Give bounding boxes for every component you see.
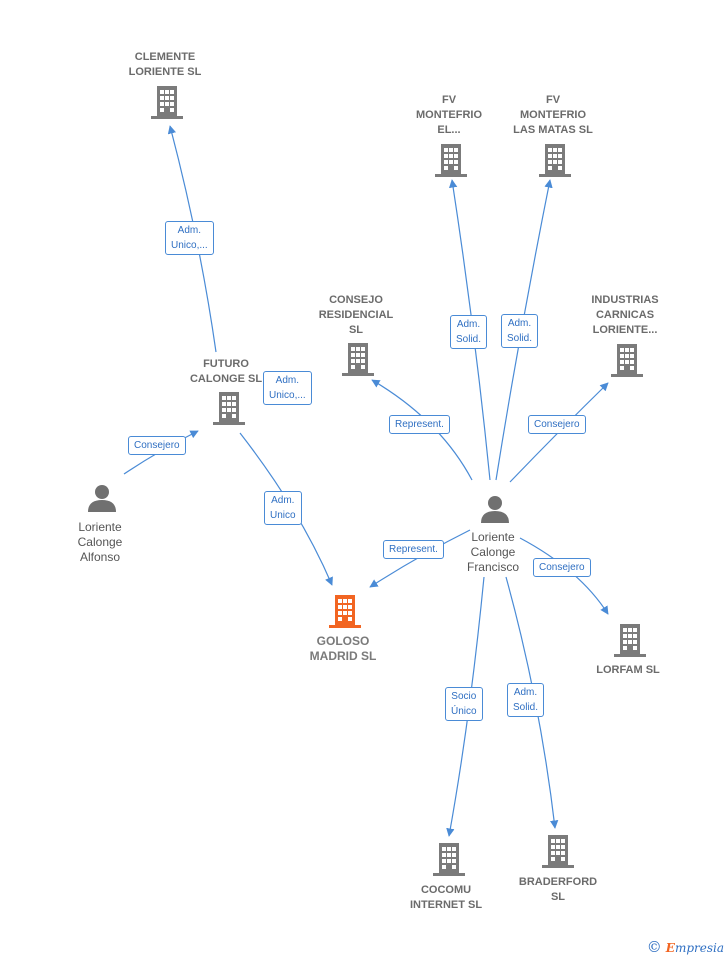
- node-label-line: RESIDENCIAL: [318, 309, 394, 321]
- edge-label-line: Adm.: [513, 687, 538, 698]
- edge-label-futuro-goloso[interactable]: Adm. Unico,...: [263, 371, 312, 405]
- edge-label-line: Unico,...: [171, 240, 208, 251]
- edge-label-line: Represent.: [395, 419, 444, 430]
- node-label-line: LORIENTE SL: [128, 66, 202, 78]
- edge-label-line: Adm.: [275, 375, 300, 386]
- node-label-line: CALONGE SL: [189, 373, 263, 385]
- edge-label-francisco-fv-matas[interactable]: Adm. Solid.: [501, 314, 539, 348]
- building-icon: [329, 595, 361, 628]
- edge-label-line: Solid.: [513, 702, 539, 713]
- node-label-line: LORFAM SL: [596, 664, 660, 676]
- building-icon: [435, 144, 467, 177]
- node-label-line: CLEMENTE: [134, 51, 196, 63]
- edge-label-line: Consejero: [539, 562, 585, 573]
- building-icon: [611, 344, 643, 377]
- node-braderford[interactable]: BRADERFORD SL: [488, 875, 628, 905]
- edge-label-line: Unico,...: [269, 390, 306, 401]
- edge-label-francisco-cocomu[interactable]: Socio Único: [445, 687, 483, 721]
- node-label-line: SL: [550, 891, 566, 903]
- node-label-line: SL: [348, 324, 364, 336]
- node-loriente-calonge-alfonso[interactable]: Loriente Calonge Alfonso: [30, 520, 170, 565]
- node-label-line: Francisco: [466, 560, 519, 574]
- node-fv-montefrio-el[interactable]: FV MONTEFRIO EL...: [379, 93, 519, 138]
- node-label-line: CARNICAS: [595, 309, 655, 321]
- building-icon: [151, 86, 183, 119]
- node-label-line: FV: [545, 94, 561, 106]
- node-label-line: MADRID SL: [309, 649, 377, 663]
- edge-label-line: Adm.: [271, 495, 295, 506]
- building-icon: [433, 843, 465, 876]
- node-label-line: Calonge: [470, 545, 516, 559]
- edge-label-line: Solid.: [456, 334, 482, 345]
- node-label-line: FV: [441, 94, 457, 106]
- node-futuro-calonge[interactable]: FUTURO CALONGE SL: [156, 357, 296, 387]
- brand-initial: E: [665, 941, 675, 955]
- node-label-line: LORIENTE...: [592, 324, 658, 336]
- node-label-line: Calonge: [77, 535, 123, 549]
- edge-label-francisco-lorfam[interactable]: Consejero: [533, 558, 591, 577]
- node-clemente-loriente[interactable]: CLEMENTE LORIENTE SL: [95, 50, 235, 80]
- node-label-line: INDUSTRIAS: [591, 294, 659, 306]
- node-label-line: Loriente: [78, 520, 122, 534]
- node-label-line: MONTEFRIO: [520, 109, 586, 121]
- node-loriente-calonge-francisco[interactable]: Loriente Calonge Francisco: [423, 530, 563, 575]
- edge-label-francisco-goloso[interactable]: Represent.: [383, 540, 444, 559]
- copyright-icon: ©: [646, 938, 662, 956]
- building-icon: [614, 624, 646, 657]
- edge-label-francisco-braderford[interactable]: Adm. Solid.: [507, 683, 545, 717]
- edge-label-futuro-clemente[interactable]: Adm. Unico,...: [165, 221, 214, 255]
- node-label-line: Loriente: [471, 530, 515, 544]
- edge-label-line: Solid.: [507, 333, 533, 344]
- edge-label-alfonso-futuro[interactable]: Consejero: [128, 436, 186, 455]
- node-label-line: INTERNET SL: [409, 899, 483, 911]
- node-industrias-carnicas[interactable]: INDUSTRIAS CARNICAS LORIENTE...: [555, 293, 695, 338]
- node-label-line: BRADERFORD: [518, 876, 598, 888]
- node-goloso-madrid[interactable]: GOLOSO MADRID SL: [273, 634, 413, 664]
- person-icon: [481, 496, 509, 523]
- building-icon: [342, 343, 374, 376]
- edge-label-line: Socio: [451, 691, 477, 702]
- building-icon: [213, 392, 245, 425]
- node-label-line: CONSEJO: [329, 294, 383, 306]
- node-label-line: Alfonso: [79, 550, 121, 564]
- node-lorfam[interactable]: LORFAM SL: [558, 663, 698, 678]
- edge-label-francisco-industrias[interactable]: Consejero: [528, 415, 586, 434]
- node-label-line: MONTEFRIO: [416, 109, 482, 121]
- edge-label-line: Adm.: [507, 318, 532, 329]
- edge-label-futuro-goloso-2[interactable]: Adm. Unico: [264, 491, 302, 525]
- edge-label-francisco-consejo[interactable]: Represent.: [389, 415, 450, 434]
- node-consejo-residencial[interactable]: CONSEJO RESIDENCIAL SL: [286, 293, 426, 338]
- edge-label-line: Consejero: [134, 440, 180, 451]
- edge-label-line: Unico: [270, 510, 296, 521]
- empresia-logo[interactable]: ©Empresia: [647, 938, 724, 956]
- building-icon: [542, 835, 574, 868]
- node-label-line: FUTURO: [203, 358, 249, 370]
- edge-label-line: Adm.: [456, 319, 481, 330]
- edge-label-line: Adm.: [177, 225, 202, 236]
- node-label-line: GOLOSO: [316, 634, 370, 648]
- node-label-line: LAS MATAS SL: [513, 124, 593, 136]
- brand-name: mpresia: [674, 941, 724, 955]
- edge-label-line: Represent.: [389, 544, 438, 555]
- node-label-line: COCOMU: [420, 884, 472, 896]
- node-fv-montefrio-las-matas[interactable]: FV MONTEFRIO LAS MATAS SL: [483, 93, 623, 138]
- node-cocomu-internet[interactable]: COCOMU INTERNET SL: [376, 883, 516, 913]
- building-icon: [539, 144, 571, 177]
- node-label-line: EL...: [437, 124, 461, 136]
- edge-label-line: Único: [451, 706, 477, 717]
- person-icon: [88, 485, 116, 512]
- edge-label-francisco-fv-el[interactable]: Adm. Solid.: [450, 315, 488, 349]
- edge-label-line: Consejero: [534, 419, 580, 430]
